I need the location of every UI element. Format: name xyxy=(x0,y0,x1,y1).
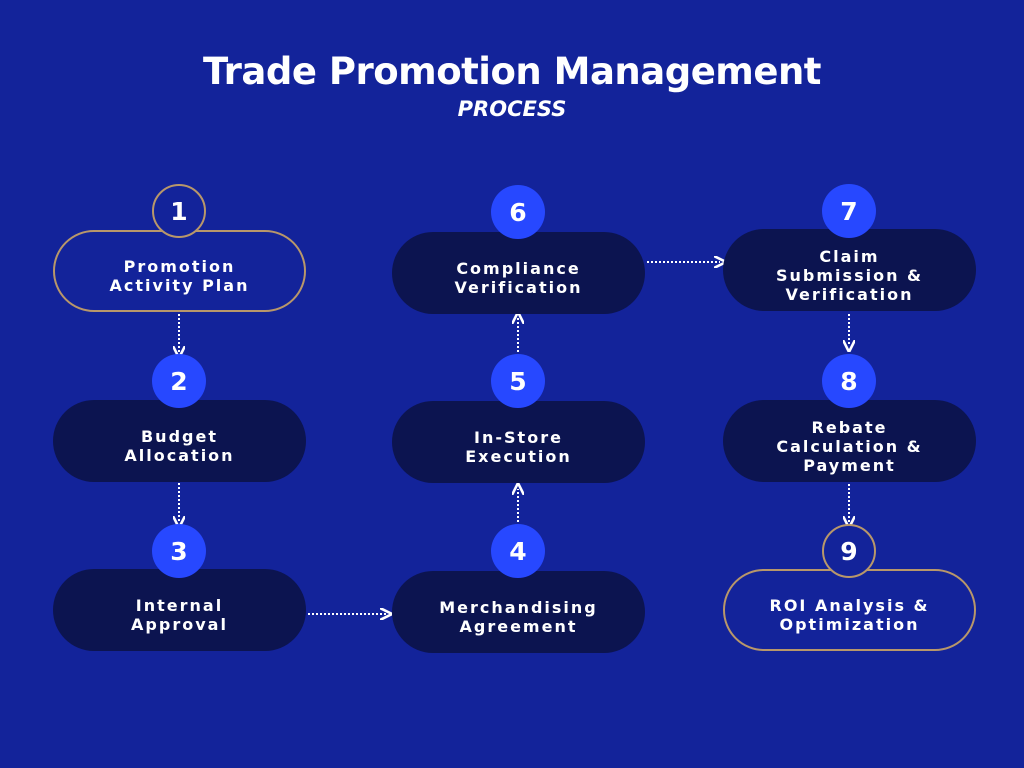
step-3-pill: Internal Approval xyxy=(53,569,306,651)
step-1-number: 1 xyxy=(152,184,206,238)
step-7-pill: Claim Submission & Verification xyxy=(723,229,976,311)
step-8-pill: Rebate Calculation & Payment xyxy=(723,400,976,482)
step-9-pill: ROI Analysis & Optimization xyxy=(723,569,976,651)
step-2-label: Budget Allocation xyxy=(124,427,235,465)
step-3-number: 3 xyxy=(152,524,206,578)
step-2-number: 2 xyxy=(152,354,206,408)
step-5-label: In-Store Execution xyxy=(465,428,572,466)
step-6-number: 6 xyxy=(491,185,545,239)
step-4-number: 4 xyxy=(491,524,545,578)
step-4-pill: Merchandising Agreement xyxy=(392,571,645,653)
step-6-pill: Compliance Verification xyxy=(392,232,645,314)
step-5-number: 5 xyxy=(491,354,545,408)
step-7-label: Claim Submission & Verification xyxy=(776,246,923,304)
step-8-number: 8 xyxy=(822,354,876,408)
step-9-number: 9 xyxy=(822,524,876,578)
step-1-label: Promotion Activity Plan xyxy=(109,257,250,295)
page-title: Trade Promotion Management xyxy=(203,50,821,93)
step-7-number: 7 xyxy=(822,184,876,238)
step-8-label: Rebate Calculation & Payment xyxy=(776,417,923,475)
step-4-label: Merchandising Agreement xyxy=(439,598,598,636)
step-9-label: ROI Analysis & Optimization xyxy=(769,596,930,634)
step-1-pill: Promotion Activity Plan xyxy=(53,230,306,312)
step-2-pill: Budget Allocation xyxy=(53,400,306,482)
page-subtitle: PROCESS xyxy=(457,97,567,121)
step-6-label: Compliance Verification xyxy=(454,259,583,297)
step-3-label: Internal Approval xyxy=(131,596,228,634)
step-5-pill: In-Store Execution xyxy=(392,401,645,483)
